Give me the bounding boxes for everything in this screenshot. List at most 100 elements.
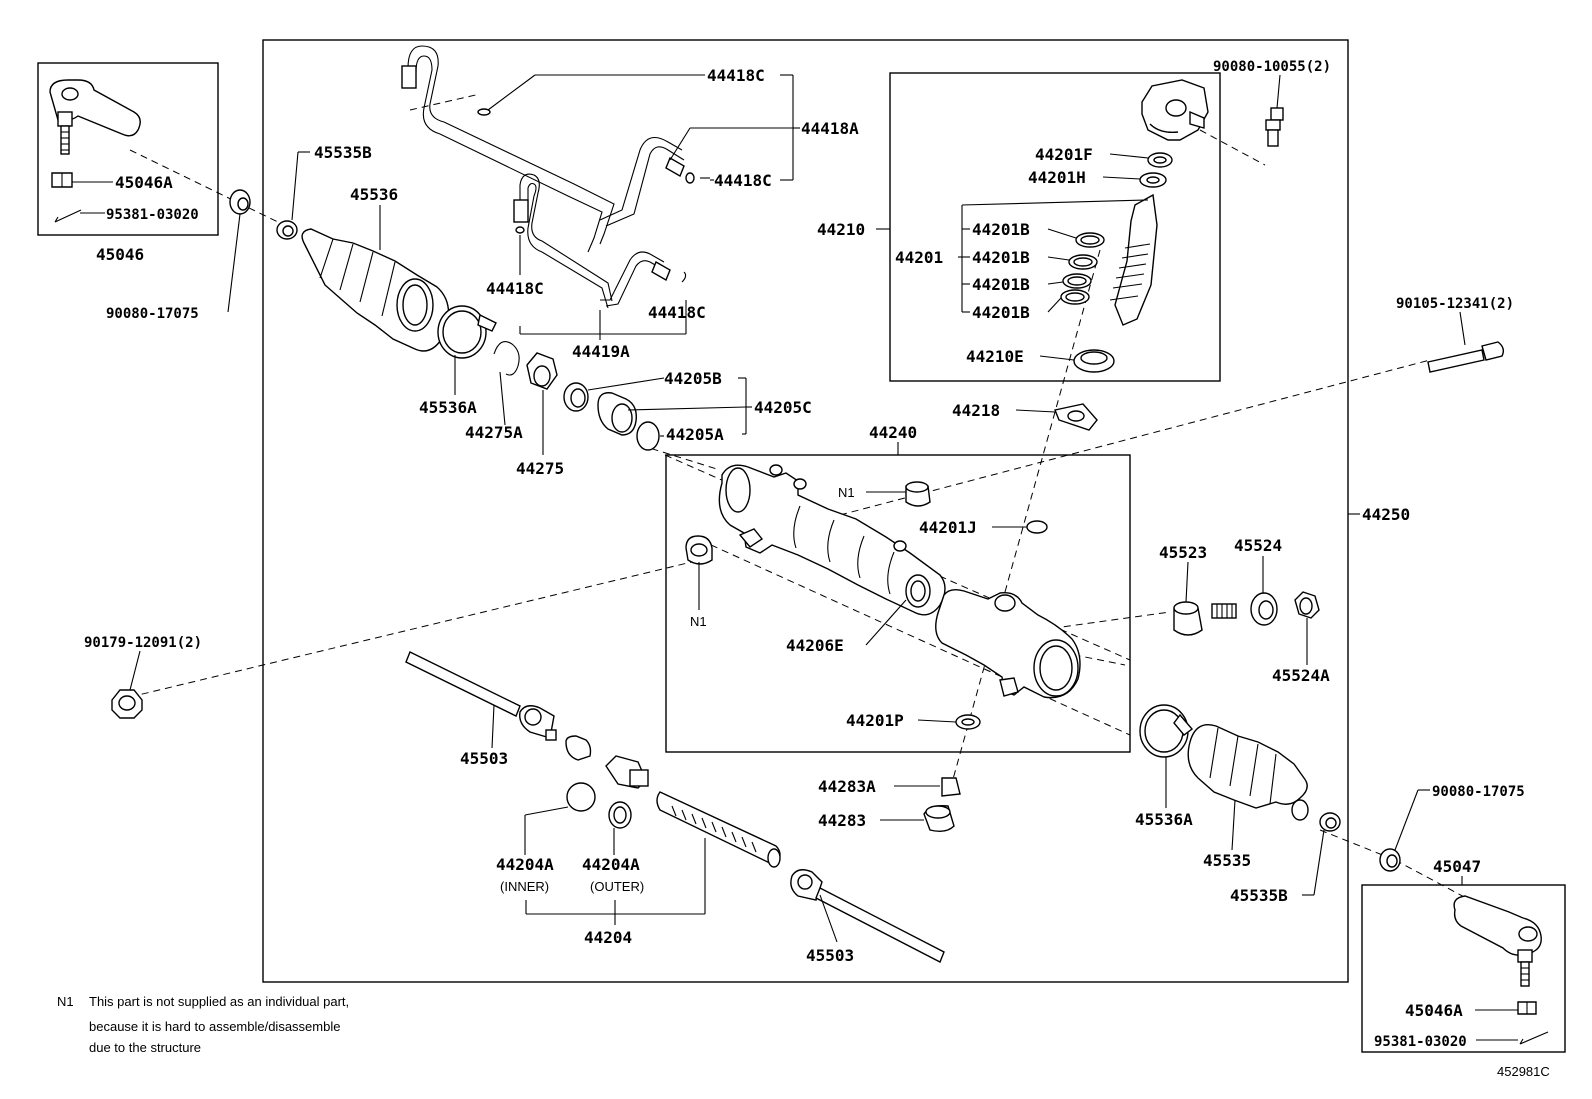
label-45535B-right: 45535B [1230,886,1288,905]
label-44201: 44201 [895,248,943,267]
nut-90080-17075-left [229,189,251,215]
tie-rod-45503-right [790,869,945,963]
oil-seal-44205B [563,382,589,412]
rack-end-piece [605,755,649,789]
cotter-pin-left [54,209,82,223]
label-44240: 44240 [869,423,917,442]
tie-rod-end-right-box [1361,884,1566,1053]
label-44201F: 44201F [1035,145,1093,164]
cap-44283A [941,777,961,797]
label-95381-right: 95381-03020 [1374,1034,1467,1050]
label-45524: 45524 [1234,536,1282,555]
clamp-45536A-right [1139,704,1194,758]
gear-housing [935,588,1081,699]
label-44206E: 44206E [786,636,844,655]
tie-rod-end-right [1453,895,1542,987]
oil-seal-44201F [1147,152,1173,168]
label-90080-17075-left: 90080-17075 [106,306,199,322]
nut-90080-17075-right [1379,848,1401,872]
label-45523: 45523 [1159,543,1207,562]
label-90080-17075-right: 90080-17075 [1432,784,1525,800]
label-44201B-3: 44201B [972,275,1030,294]
label-44418C-top: 44418C [707,66,765,85]
label-45503-right: 45503 [806,946,854,965]
label-44204A-outer: 44204A [582,855,640,874]
label-44201J: 44201J [919,518,977,537]
label-inner: (INNER) [500,879,549,894]
rack-housing-44240 [718,464,946,616]
main-assembly-box [262,39,1349,983]
label-44218: 44218 [952,401,1000,420]
label-95381-left: 95381-03020 [106,207,199,223]
label-44418A: 44418A [801,119,859,138]
bushing-44275 [526,352,558,390]
label-44250: 44250 [1362,505,1410,524]
note-line-3: due to the structure [89,1040,201,1055]
label-45536A-right: 45536A [1135,810,1193,829]
o-ring-44418C-top [477,108,491,116]
pressure-tube-lower [513,173,687,309]
rack-guide-45523 [1173,601,1203,636]
clip-45535B-right [1319,812,1341,832]
label-44201P: 44201P [846,711,904,730]
tie-rod-45503-left [405,651,557,741]
tie-rod-end-left-box [37,62,219,236]
label-44418C-left: 44418C [486,279,544,298]
o-ring-44201J [1026,520,1048,534]
steering-rack-44204 [656,791,781,868]
label-45535B-top: 45535B [314,143,372,162]
label-44210: 44210 [817,220,865,239]
label-45046A-right: 45046A [1405,1001,1463,1020]
spring [1211,603,1237,619]
lock-nut-45524A [1294,591,1320,619]
plug-nut-90179-12091 [111,689,143,719]
clamp-45536A-left [437,305,497,359]
label-44205C: 44205C [754,398,812,417]
cap-44283 [923,804,955,833]
o-ring-44205A [636,421,660,451]
note-line-2: because it is hard to assemble/disassemb… [89,1019,340,1034]
gasket-44218 [1054,403,1098,431]
label-90179: 90179-12091(2) [84,635,202,651]
boot-45536 [301,228,450,352]
label-45046A-left: 45046A [115,173,173,192]
plug-44201P [955,714,981,730]
label-90105: 90105-12341(2) [1396,296,1514,312]
label-44275: 44275 [516,459,564,478]
label-44201B-1: 44201B [972,220,1030,239]
label-45536A-left: 45536A [419,398,477,417]
oil-seal-44206E [905,574,931,608]
diagram-code: 452981C [1497,1064,1550,1079]
note-marker: N1 [57,994,74,1009]
snap-ring-44275A [493,341,520,376]
label-44205B: 44205B [664,369,722,388]
leader-lines [72,74,1518,1041]
label-90080-10055: 90080-10055(2) [1213,59,1331,75]
label-44210E: 44210E [966,347,1024,366]
label-44283A: 44283A [818,777,876,796]
label-45503-left: 45503 [460,749,508,768]
label-N1-left: N1 [690,614,707,629]
label-44205A: 44205A [666,425,724,444]
boot-45535 [1187,724,1309,821]
label-45047: 45047 [1433,857,1481,876]
label-45046: 45046 [96,245,144,264]
label-44418C-right: 44418C [648,303,706,322]
clip-45535B-left [276,220,298,240]
label-44283: 44283 [818,811,866,830]
bearing-44210E [1073,349,1115,373]
label-45524A: 45524A [1272,666,1330,685]
label-outer: (OUTER) [590,879,644,894]
label-45536: 45536 [350,185,398,204]
valve-assembly-box [889,72,1221,382]
castle-nut-45046A-right [1517,1001,1537,1015]
castle-nut-45046A-left [51,172,73,188]
label-44201B-4: 44201B [972,303,1030,322]
valve-housing-44210 [1141,79,1209,141]
label-44418C-mid: 44418C [714,171,772,190]
label-44201B-2: 44201B [972,248,1030,267]
bearing-44201H [1139,172,1167,188]
seal-44204A-inner [566,782,596,812]
pressure-tube-upper [401,45,710,253]
